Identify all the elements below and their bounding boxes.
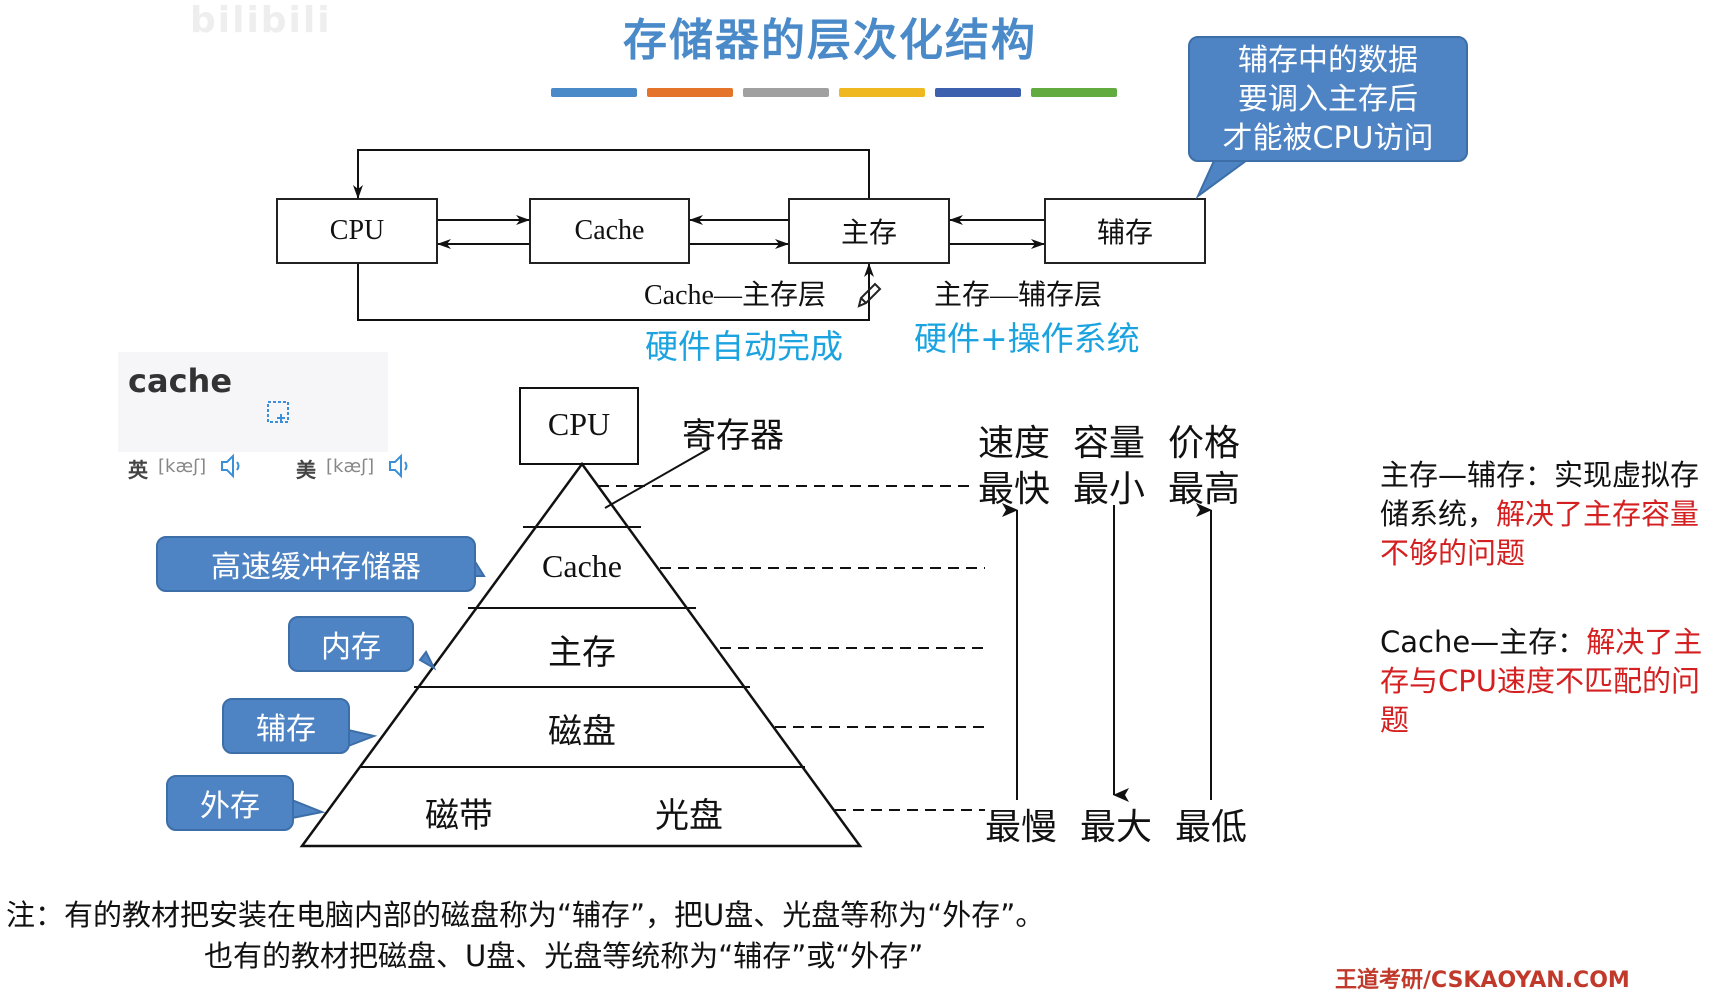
- header-speed: 速度: [978, 423, 1051, 463]
- label-main-secondary-layer: 主存—辅存层: [934, 280, 1103, 311]
- footer-note-line-2: 也有的教材把磁盘、U盘、光盘等统称为“辅存”或“外存”: [204, 939, 924, 973]
- box-main-memory: 主存: [788, 198, 950, 264]
- dictionary-word: cache: [128, 362, 233, 400]
- side-note-virtual-memory: 主存—辅存：实现虚拟存储系统，解决了主存容量不够的问题: [1380, 456, 1705, 573]
- side-note-cache: Cache—主存：解决了主存与CPU速度不匹配的问题: [1380, 623, 1705, 740]
- header-capacity: 容量: [1073, 423, 1146, 463]
- value-highest: 最高: [1168, 469, 1241, 509]
- callout-external: 外存: [166, 775, 294, 831]
- register-label: 寄存器: [682, 418, 784, 455]
- color-bar-3: [743, 88, 829, 97]
- speaker-icon[interactable]: [218, 452, 246, 480]
- color-bar-4: [839, 88, 925, 97]
- level-disk-label: 磁盘: [548, 714, 616, 751]
- footer-note-line-1: 注：有的教材把安装在电脑内部的磁盘称为“辅存”，把U盘、光盘等称为“外存”。: [6, 898, 1045, 932]
- value-lowest: 最低: [1175, 807, 1248, 847]
- header-price: 价格: [1168, 423, 1241, 463]
- footer-brand: 王道考研/CSKAOYAN.COM: [1335, 968, 1630, 993]
- us-phonetic: [kæʃ]: [326, 456, 375, 477]
- callout-line-3: 才能被CPU访问: [1222, 120, 1434, 156]
- callout-internal-memory: 内存: [288, 616, 414, 672]
- pyramid-cpu-box: [519, 387, 639, 465]
- side-note-2-red: 解决了主存与CPU速度不匹配的问题: [1380, 625, 1703, 737]
- pyramid-outline: [299, 461, 863, 848]
- label-hw-auto: 硬件自动完成: [645, 327, 843, 366]
- label-hw-os: 硬件+操作系统: [914, 319, 1140, 358]
- value-smallest: 最小: [1073, 469, 1146, 509]
- page-title: 存储器的层次化结构: [623, 15, 1037, 66]
- bookmark-add-icon[interactable]: [266, 400, 292, 426]
- callout-line-1: 辅存中的数据: [1238, 42, 1418, 78]
- pencil-icon: [857, 282, 882, 308]
- dictionary-popup: cache 英 [kæʃ] 美 [kæʃ]: [118, 352, 408, 482]
- us-label: 美: [296, 458, 316, 482]
- box-cache: Cache: [529, 198, 690, 264]
- callout-cache-memory: 高速缓冲存储器: [156, 536, 476, 592]
- register-pointer: [604, 447, 711, 509]
- label-cache-main-layer: Cache—主存层: [644, 280, 826, 311]
- value-slowest: 最慢: [985, 807, 1058, 847]
- color-bar-6: [1031, 88, 1117, 97]
- uk-phonetic: [kæʃ]: [158, 456, 207, 477]
- side-note-1-black: 主存—辅存：实现虚拟存储系统，: [1380, 458, 1700, 531]
- color-bar-2: [647, 88, 733, 97]
- box-cpu: CPU: [276, 198, 438, 264]
- speaker-icon[interactable]: [386, 452, 414, 480]
- value-largest: 最大: [1080, 807, 1153, 847]
- callout-secondary-to-main: 辅存中的数据 要调入主存后 才能被CPU访问: [1188, 36, 1468, 162]
- value-fastest: 最快: [978, 469, 1051, 509]
- level-main-label: 主存: [548, 635, 616, 672]
- color-bar-5: [935, 88, 1021, 97]
- level-optical-label: 光盘: [655, 798, 723, 835]
- box-secondary-storage: 辅存: [1044, 198, 1206, 264]
- watermark: bilibili: [190, 0, 332, 41]
- uk-label: 英: [128, 458, 148, 482]
- side-note-1-red: 解决了主存容量不够的问题: [1380, 497, 1700, 570]
- side-note-2-black: Cache—主存：: [1380, 625, 1587, 659]
- level-cache-label: Cache: [542, 548, 622, 584]
- pyramid-cpu-label: CPU: [547, 406, 611, 442]
- callout-line-2: 要调入主存后: [1238, 81, 1418, 117]
- callout-secondary: 辅存: [222, 698, 350, 754]
- color-bar-1: [551, 88, 637, 97]
- level-tape-label: 磁带: [425, 798, 493, 835]
- callout-tail-top: [1195, 152, 1260, 200]
